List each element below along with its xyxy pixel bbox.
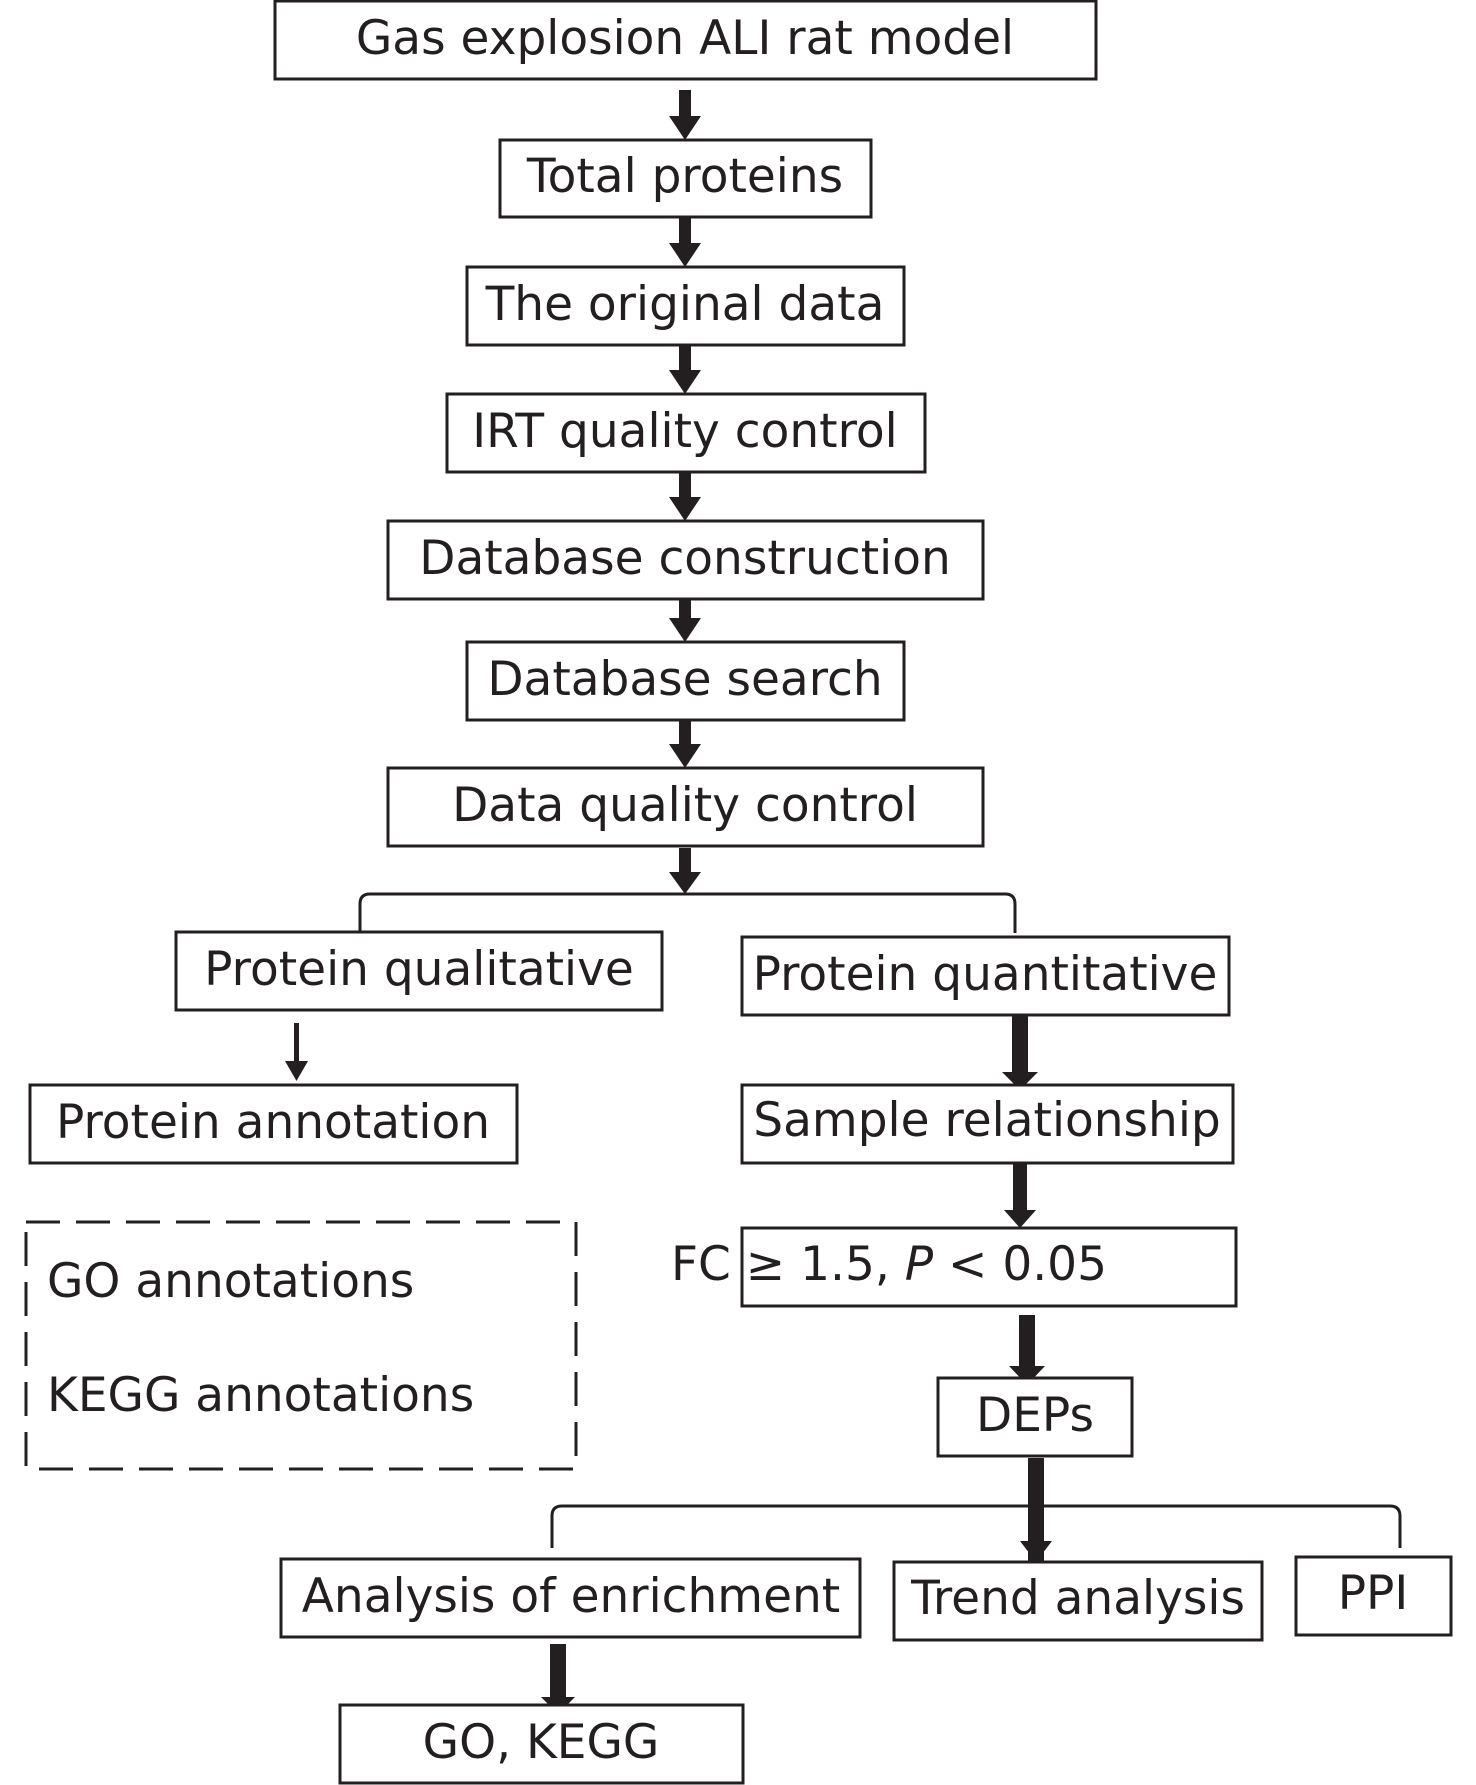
node-protein-annotation: Protein annotation (28, 1083, 519, 1165)
go-annotations-label: GO annotations (47, 1254, 414, 1309)
arrow-right-3 (1009, 1315, 1045, 1385)
threshold-prefix: FC ≥ 1.5, (671, 1237, 905, 1292)
node-sample-relationship: Sample relationship (740, 1083, 1235, 1165)
arrow-right-2 (1004, 1163, 1036, 1228)
arrow-3 (669, 345, 701, 394)
node-irt-qc: IRT quality control (445, 392, 927, 474)
arrow-7 (669, 848, 701, 894)
arrow-6 (669, 720, 701, 768)
node-original-data-label: The original data (485, 277, 885, 332)
arrow-left-1 (285, 1023, 308, 1081)
node-gas-explosion-label: Gas explosion ALI rat model (356, 11, 1014, 66)
branch-bracket-1 (358, 892, 1017, 933)
node-enrichment-label: Analysis of enrichment (302, 1569, 840, 1624)
threshold-suffix: < 0.05 (933, 1237, 1107, 1292)
node-protein-quantitative: Protein quantitative (740, 935, 1231, 1017)
node-db-construction: Database construction (386, 519, 985, 601)
node-irt-qc-label: IRT quality control (472, 404, 897, 459)
node-sample-relationship-label: Sample relationship (753, 1093, 1220, 1148)
node-threshold-label: FC ≥ 1.5, P < 0.05 (671, 1237, 1107, 1292)
node-ppi: PPI (1294, 1555, 1453, 1637)
node-gas-explosion: Gas explosion ALI rat model (273, 0, 1098, 81)
node-db-search: Database search (465, 640, 906, 722)
node-ppi-label: PPI (1338, 1566, 1409, 1621)
arrow-5 (669, 599, 701, 642)
node-threshold: FC ≥ 1.5, P < 0.05 (671, 1226, 1238, 1308)
node-trend: Trend analysis (892, 1560, 1264, 1642)
node-deps: DEPs (936, 1376, 1134, 1458)
node-deps-label: DEPs (976, 1388, 1094, 1443)
node-original-data: The original data (465, 265, 906, 347)
annotation-types-box: GO annotations KEGG annotations (24, 1220, 578, 1471)
arrow-4 (669, 472, 701, 521)
node-total-proteins: Total proteins (498, 138, 873, 219)
node-total-proteins-label: Total proteins (526, 149, 843, 204)
arrow-1 (669, 90, 701, 140)
node-go-kegg-label: GO, KEGG (423, 1715, 660, 1770)
node-data-qc: Data quality control (386, 766, 985, 848)
node-enrichment: Analysis of enrichment (279, 1557, 862, 1639)
arrow-right-4 (1020, 1458, 1052, 1562)
node-trend-label: Trend analysis (910, 1571, 1245, 1626)
arrow-right-1 (1002, 1015, 1038, 1090)
node-protein-quantitative-label: Protein quantitative (753, 947, 1218, 1002)
node-protein-qualitative-label: Protein qualitative (204, 942, 634, 997)
node-db-construction-label: Database construction (419, 531, 950, 586)
node-protein-qualitative: Protein qualitative (174, 930, 664, 1012)
threshold-p-symbol: P (905, 1237, 934, 1292)
node-go-kegg: GO, KEGG (338, 1703, 745, 1785)
arrow-2 (669, 217, 701, 267)
node-data-qc-label: Data quality control (452, 778, 918, 833)
kegg-annotations-label: KEGG annotations (47, 1368, 474, 1423)
branch-bracket-2 (550, 1504, 1402, 1548)
node-protein-annotation-label: Protein annotation (56, 1095, 490, 1150)
node-db-search-label: Database search (487, 652, 882, 707)
